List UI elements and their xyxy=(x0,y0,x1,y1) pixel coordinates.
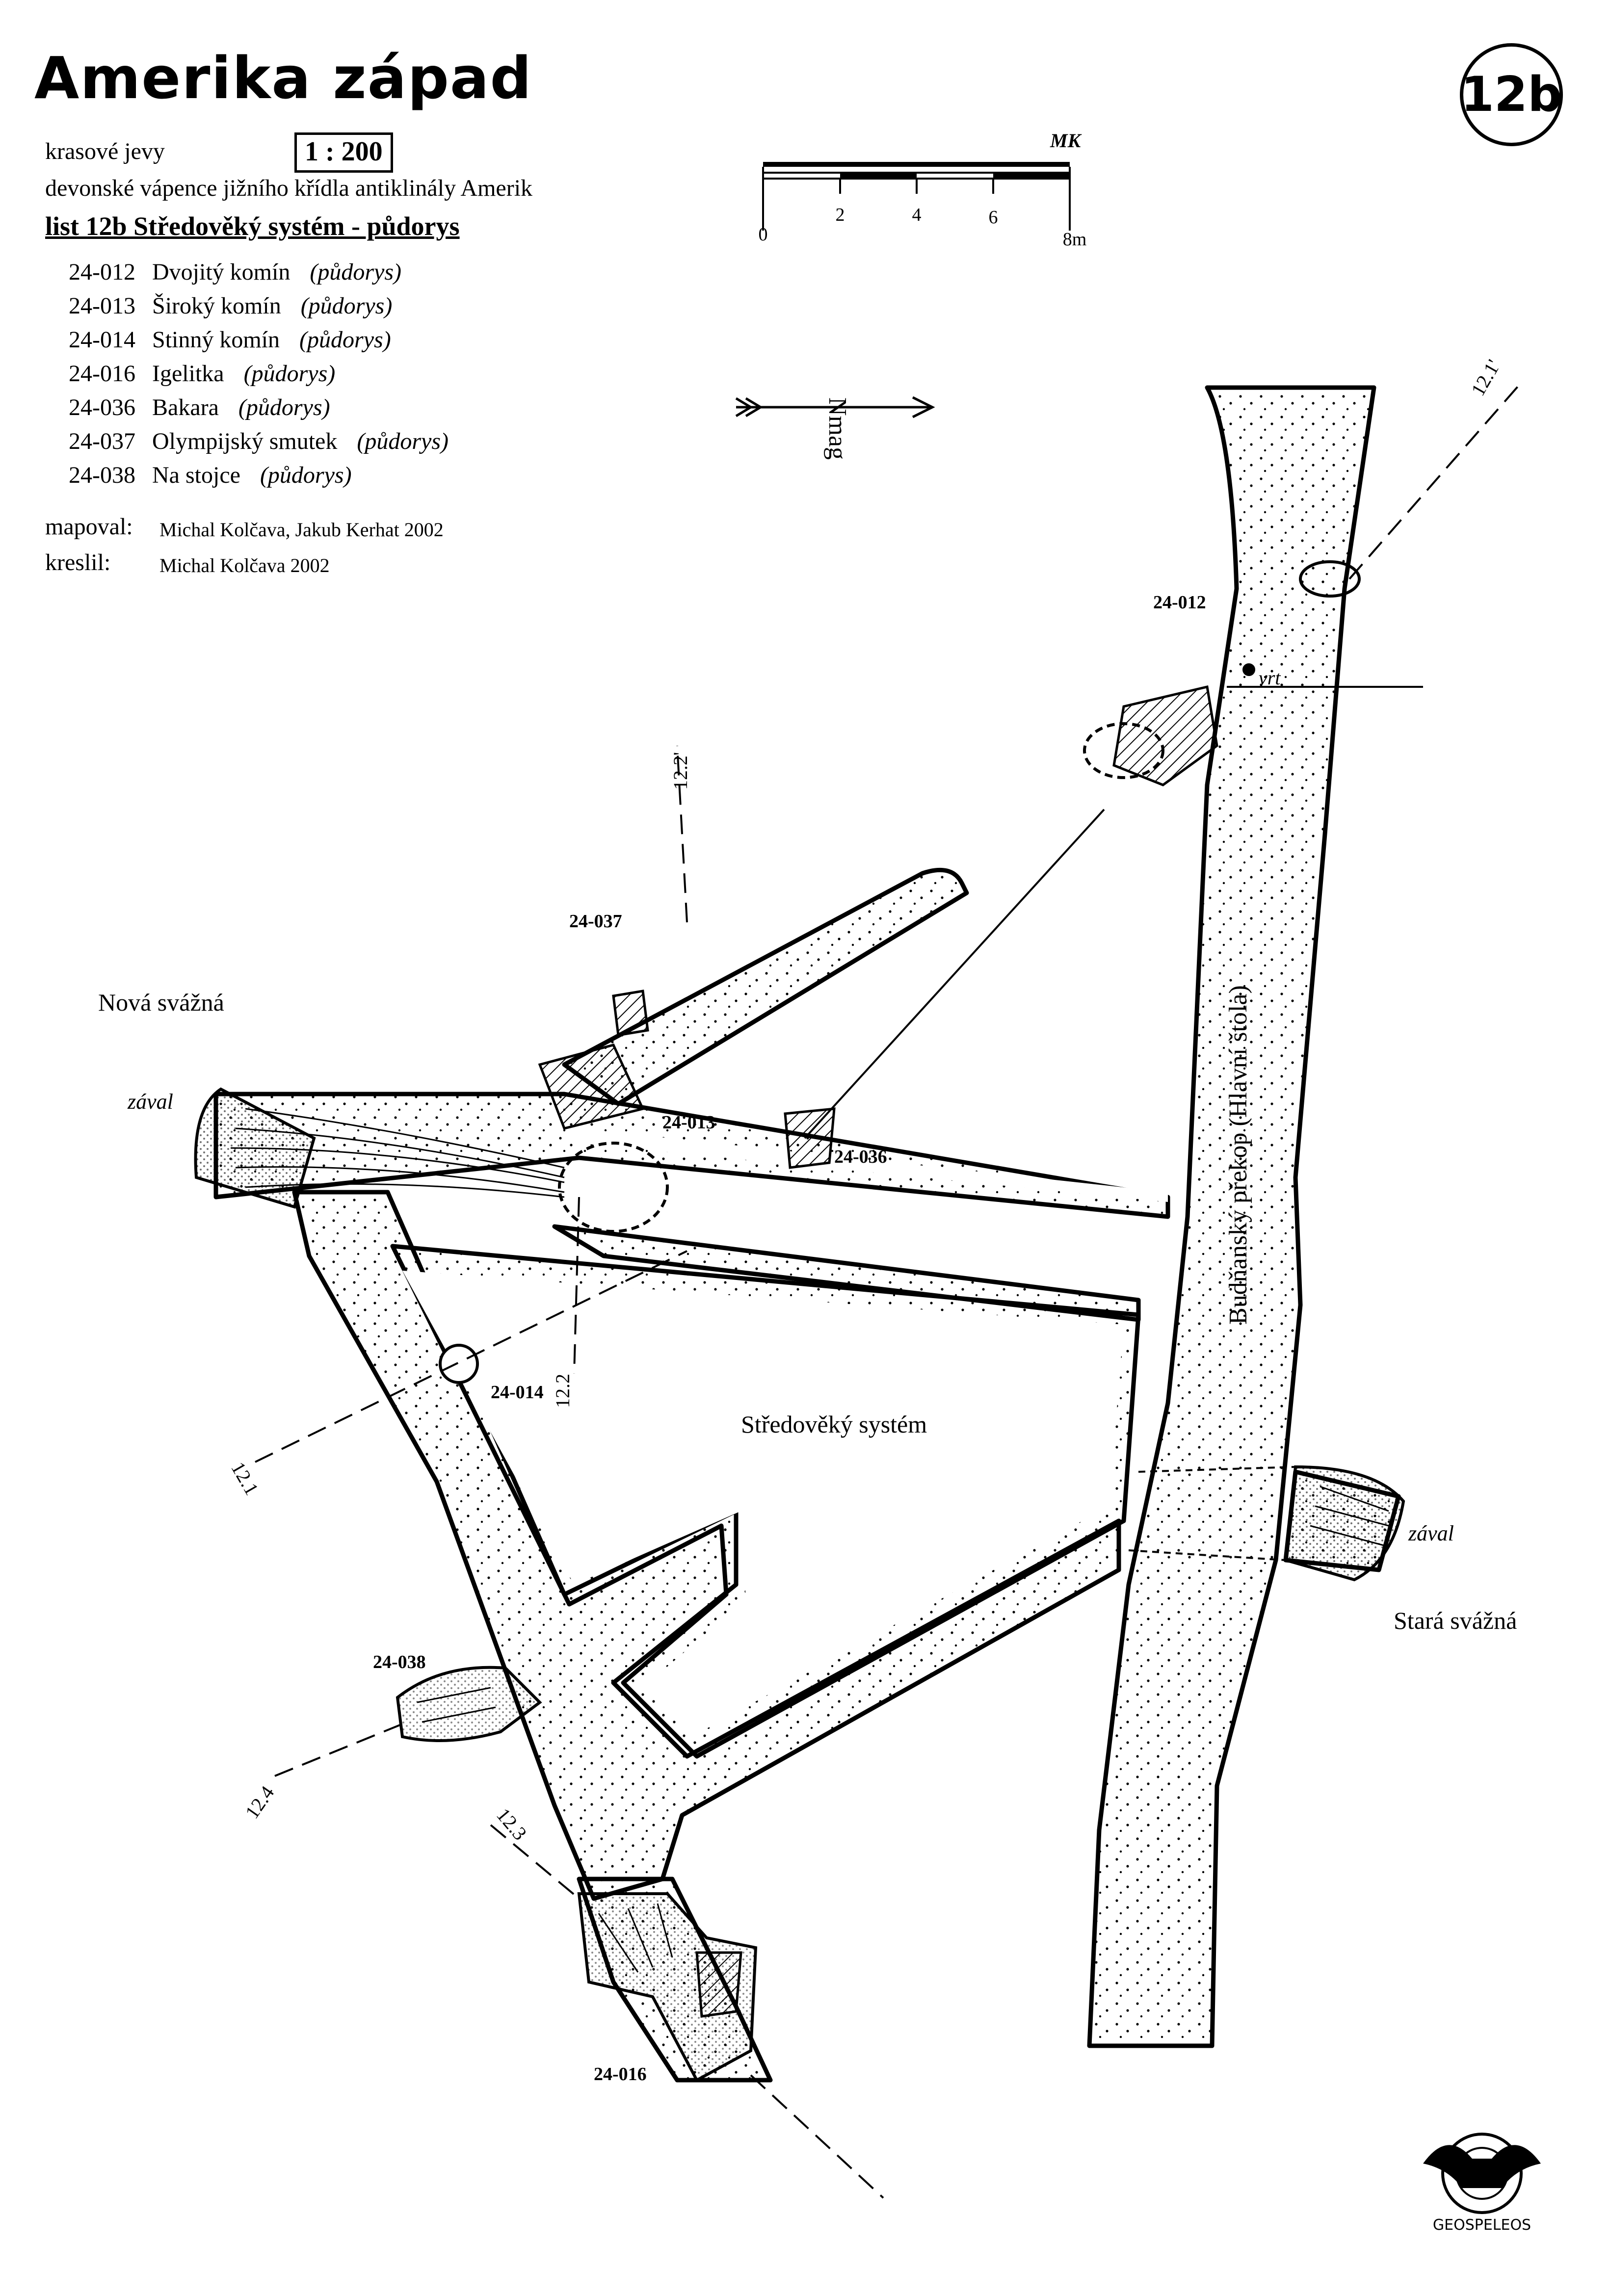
chimney-24-014 xyxy=(439,1344,479,1384)
label-24-037: 24-037 xyxy=(569,911,622,932)
scale-tick-label: 4 xyxy=(912,205,922,225)
hatch-24-036 xyxy=(784,1107,836,1169)
label-budnansky-prekop: Budňanský překop (Hlavní štola) xyxy=(1224,985,1252,1325)
label-24-038: 24-038 xyxy=(373,1652,426,1672)
label-section-12-3: 12.3 xyxy=(492,1804,531,1845)
cave-code: 24-038 xyxy=(69,462,135,488)
sheet-subtitle: list 12b Středověký systém - půdorys xyxy=(45,211,460,241)
scale-bar: 0 2 4 6 8m MK xyxy=(759,130,1087,250)
label-24-013: 24-013 xyxy=(662,1112,715,1133)
label-24-012: 24-012 xyxy=(1153,592,1206,613)
hatch-24-012 xyxy=(1112,685,1218,786)
corridors xyxy=(213,385,1401,2083)
list-item: 24-016 Igelitka (půdorys) xyxy=(69,357,449,391)
scale-tick-label: 8m xyxy=(1063,229,1087,250)
sheet-number-badge: 12b xyxy=(1460,43,1563,146)
label-24-036: 24-036 xyxy=(834,1147,887,1167)
cave-code: 24-036 xyxy=(69,394,135,420)
author-mark: MK xyxy=(1050,130,1082,152)
mapped-value: Michal Kolčava, Jakub Kerhat 2002 xyxy=(159,519,444,541)
list-item: 24-036 Bakara (půdorys) xyxy=(69,391,449,424)
chimney-24-012-lower xyxy=(1083,722,1164,779)
list-item: 24-012 Dvojitý komín (půdorys) xyxy=(69,255,449,289)
list-item: 24-038 Na stojce (půdorys) xyxy=(69,458,449,492)
cave-name: Igelitka xyxy=(152,361,224,387)
geology-line: devonské vápence jižního křídla antiklin… xyxy=(45,175,533,201)
label-section-12-2: 12.2 xyxy=(552,1374,574,1408)
cave-code: 24-016 xyxy=(69,361,135,387)
cave-note: (půdorys) xyxy=(243,361,336,387)
chimney-24-012-upper xyxy=(1299,560,1361,598)
cave-note: (půdorys) xyxy=(310,259,401,285)
list-item: 24-013 Široký komín (půdorys) xyxy=(69,289,449,323)
rock-hatch xyxy=(538,685,1218,2018)
cave-name: Na stojce xyxy=(152,462,240,488)
scale-ratio-box: 1 : 200 xyxy=(294,132,393,173)
label-zaval-right: zával xyxy=(1408,1521,1454,1545)
list-item: 24-014 Stinný komín (půdorys) xyxy=(69,323,449,357)
chimney-24-013 xyxy=(558,1142,669,1233)
fan-lines xyxy=(230,1108,1389,1973)
cave-name: Bakara xyxy=(152,394,219,420)
corridor-upper-branch xyxy=(562,867,969,1106)
label-24-016: 24-016 xyxy=(594,2064,647,2085)
chimney-markers xyxy=(439,560,1361,1384)
cave-code: 24-013 xyxy=(69,293,135,319)
scale-tick-label: 2 xyxy=(836,205,845,225)
hatch-24-013 xyxy=(538,1044,645,1130)
scale-tick-label: 6 xyxy=(989,207,998,228)
cave-note: (půdorys) xyxy=(357,428,449,454)
label-section-12-1: 12.1 xyxy=(227,1458,263,1499)
drawn-value: Michal Kolčava 2002 xyxy=(159,554,330,576)
drill-hole xyxy=(1242,663,1255,676)
corridor-main-adit xyxy=(1087,385,1376,2048)
cave-note: (půdorys) xyxy=(260,462,352,488)
north-label: Nmag xyxy=(823,397,851,460)
cave-name: Olympijský smutek xyxy=(152,428,338,454)
label-section-12-1p: 12.1' xyxy=(1467,356,1505,399)
subject-line: krasové jevy xyxy=(45,138,165,164)
cave-code: 24-014 xyxy=(69,327,135,353)
cave-note: (půdorys) xyxy=(238,394,330,420)
chamber-24-038 xyxy=(396,1666,542,1742)
list-item: 24-037 Olympijský smutek (půdorys) xyxy=(69,424,449,458)
cave-note: (půdorys) xyxy=(299,327,391,353)
loop-interior xyxy=(402,1271,1124,1737)
drawn-label: kreslil: xyxy=(45,549,111,575)
label-24-014: 24-014 xyxy=(491,1382,544,1403)
label-stara-svazna: Stará svážná xyxy=(1394,1607,1517,1634)
section-lines xyxy=(255,382,1522,2199)
hatch-24-016 xyxy=(695,1951,742,2018)
label-section-12-4: 12.4 xyxy=(241,1782,279,1823)
hatch-24-037 xyxy=(612,990,649,1037)
label-section-12-2p: 12.2' xyxy=(669,752,691,790)
cave-code: 24-012 xyxy=(69,259,135,285)
scale-tick-label: 0 xyxy=(759,224,768,245)
zaval-right xyxy=(1284,1465,1405,1582)
cave-name: Dvojitý komín xyxy=(152,259,291,285)
map-title: Amerika západ xyxy=(34,44,532,112)
cave-list: 24-012 Dvojitý komín (půdorys) 24-013 Širok… xyxy=(69,255,449,492)
north-arrow: Nmag xyxy=(735,396,935,460)
geospeleos-logo: GEOSPELEOS xyxy=(1423,2133,1541,2234)
mapped-label: mapoval: xyxy=(45,514,133,540)
label-stredoveky-system: Středověký systém xyxy=(741,1410,927,1438)
label-nova-svazna: Nová svážná xyxy=(98,989,224,1016)
cave-name: Stinný komín xyxy=(152,327,280,353)
cave-name: Široký komín xyxy=(152,293,281,319)
east-interior xyxy=(579,1128,1168,1202)
cave-code: 24-037 xyxy=(69,428,135,454)
label-zaval-left: zával xyxy=(127,1090,173,1114)
logo-text: GEOSPELEOS xyxy=(1433,2217,1531,2234)
cave-note: (půdorys) xyxy=(300,293,393,319)
label-vrt: vrt xyxy=(1259,667,1281,689)
chamber-24-016 xyxy=(577,1892,758,2083)
